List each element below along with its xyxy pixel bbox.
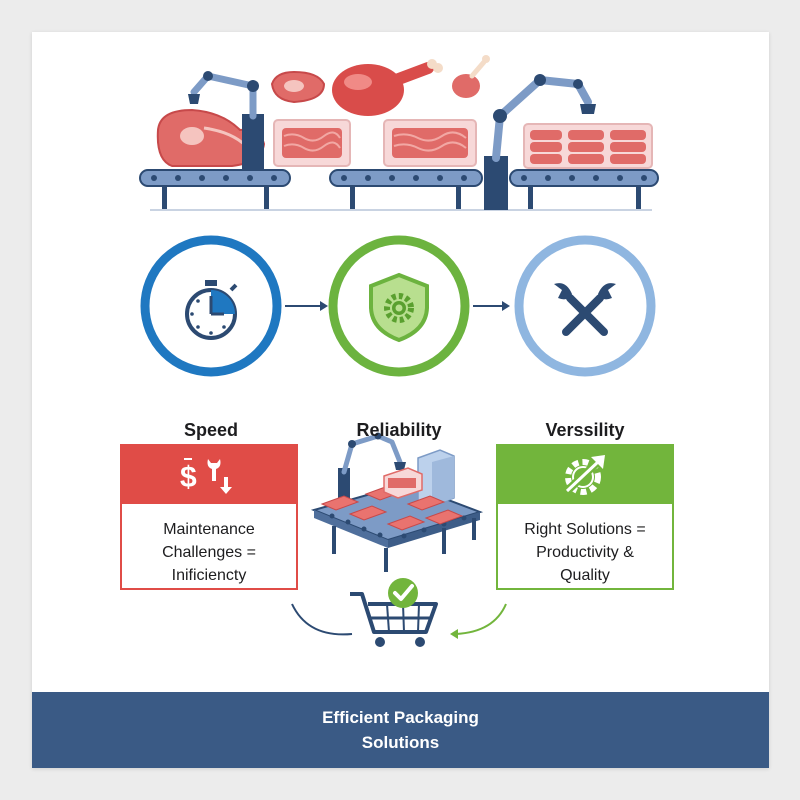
solution-box-header	[498, 446, 672, 504]
packaging-machine-icon	[310, 432, 484, 572]
reliability-circle	[328, 235, 470, 377]
arrow-icon	[285, 301, 328, 311]
illustration-layer	[139, 55, 659, 647]
problem-text-line: Challenges =	[162, 544, 256, 561]
problem-text-line: Maintenance	[163, 521, 255, 538]
shield-gear-icon	[369, 272, 429, 343]
pork-chop-icon	[270, 70, 326, 104]
meat-tray-icon	[273, 119, 351, 167]
gear-arrow-icon	[564, 455, 605, 495]
curved-arrow-right	[450, 603, 507, 639]
speed-circle	[140, 235, 282, 377]
pillar-label-reliability: Reliability	[356, 420, 442, 440]
footer-title-line: Efficient Packaging	[322, 708, 479, 727]
pillar-label-speed: Speed	[183, 420, 239, 440]
dollar-wrench-icon: $	[180, 458, 232, 494]
pillar-label-versatility: Verssility	[545, 420, 625, 440]
conveyor-left	[139, 169, 291, 210]
steak-icon	[156, 108, 266, 167]
problem-text: Maintenance Challenges = Inificiencty	[122, 504, 296, 587]
problem-box-header: $	[122, 446, 296, 504]
packed-trays-icon	[523, 123, 653, 169]
solution-text: Right Solutions = Productivity & Quality	[498, 504, 672, 587]
infographic-card: Speed Reliability Verssility $ Maintenan…	[32, 32, 769, 768]
problem-box: $ Maintenance Challenges = Inificiencty	[120, 444, 298, 590]
svg-text:$: $	[180, 461, 197, 494]
problem-text-line: Inificiencty	[171, 567, 247, 584]
arrow-icon	[473, 301, 510, 311]
shopping-cart-icon	[350, 592, 438, 647]
curved-arrow-left	[291, 603, 353, 636]
roast-chicken-icon	[332, 59, 443, 116]
versatility-circle	[514, 235, 656, 377]
solution-box: Right Solutions = Productivity & Quality	[496, 444, 674, 590]
conveyor-right	[509, 169, 659, 210]
footer-title-line: Solutions	[361, 733, 440, 752]
conveyor-middle	[329, 169, 483, 210]
meat-tray-icon	[383, 119, 477, 167]
robot-arm-icon	[484, 74, 596, 210]
stopwatch-icon	[185, 280, 238, 340]
solution-text-line: Quality	[560, 567, 610, 584]
production-line	[139, 55, 659, 211]
footer-banner: Efficient Packaging Solutions	[32, 692, 769, 768]
robot-arm-icon	[188, 71, 264, 170]
crossed-tools-icon	[554, 283, 616, 336]
checkmark-icon	[388, 578, 418, 608]
solution-text-line: Right Solutions =	[524, 521, 646, 538]
drumstick-icon	[452, 55, 490, 98]
solution-text-line: Productivity &	[536, 544, 634, 561]
